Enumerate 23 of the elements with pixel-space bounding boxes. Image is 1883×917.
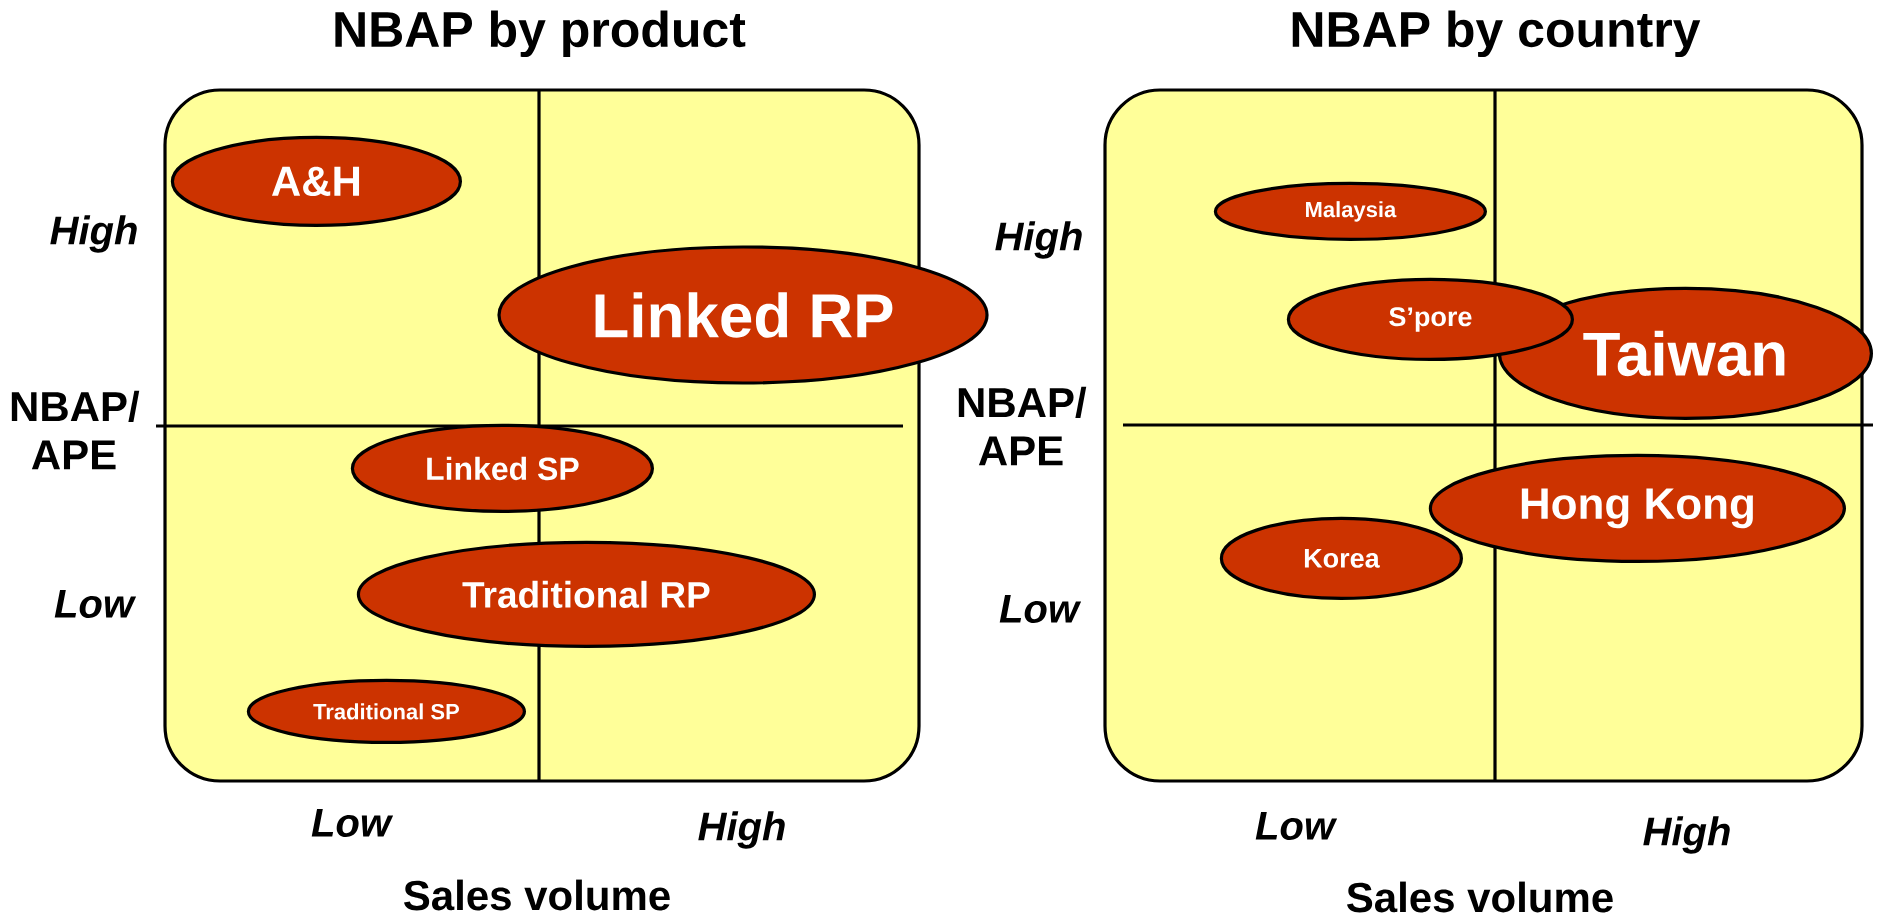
axis-label: High — [50, 215, 137, 253]
bubble: A&H — [170, 135, 462, 227]
axis-title: Sales volume — [1347, 881, 1613, 913]
bubble: S’pore — [1286, 277, 1574, 361]
bubble: Linked RP — [497, 245, 989, 385]
axis-label: High — [1643, 816, 1730, 854]
bubble: Linked SP — [350, 423, 654, 513]
panel-title: NBAP by country — [1292, 10, 1701, 58]
axis-label: Low — [1255, 812, 1338, 840]
axis-label: Low — [999, 595, 1082, 623]
panel-title: NBAP by product — [335, 10, 746, 58]
axis-title: NBAP/ APE — [958, 386, 1087, 466]
bubble: Korea — [1219, 516, 1463, 600]
bubble: Traditional RP — [356, 540, 816, 648]
axis-label: High — [995, 221, 1082, 259]
axis-label: High — [698, 811, 785, 849]
bubble: Hong Kong — [1428, 453, 1846, 563]
axis-title: Sales volume — [404, 879, 670, 911]
axis-label: Low — [54, 590, 137, 618]
axis-title: NBAP/ APE — [11, 390, 140, 470]
axis-label: Low — [311, 809, 394, 837]
bubble: Traditional SP — [246, 678, 526, 744]
bubble: Malaysia — [1213, 181, 1487, 241]
